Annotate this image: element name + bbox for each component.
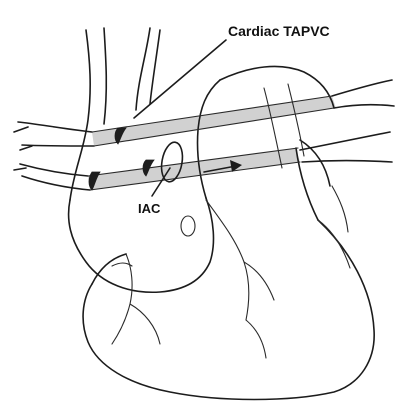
cardiac-tapvc-leader — [134, 40, 226, 118]
cardiac-tapvc-label: Cardiac TAPVC — [228, 23, 330, 39]
right-pulmonary-veins — [300, 80, 394, 162]
pulmonary-vein-bands — [88, 96, 336, 190]
iac-label: IAC — [138, 201, 161, 216]
left-pulmonary-veins — [14, 122, 94, 190]
iac-oval — [159, 141, 195, 236]
